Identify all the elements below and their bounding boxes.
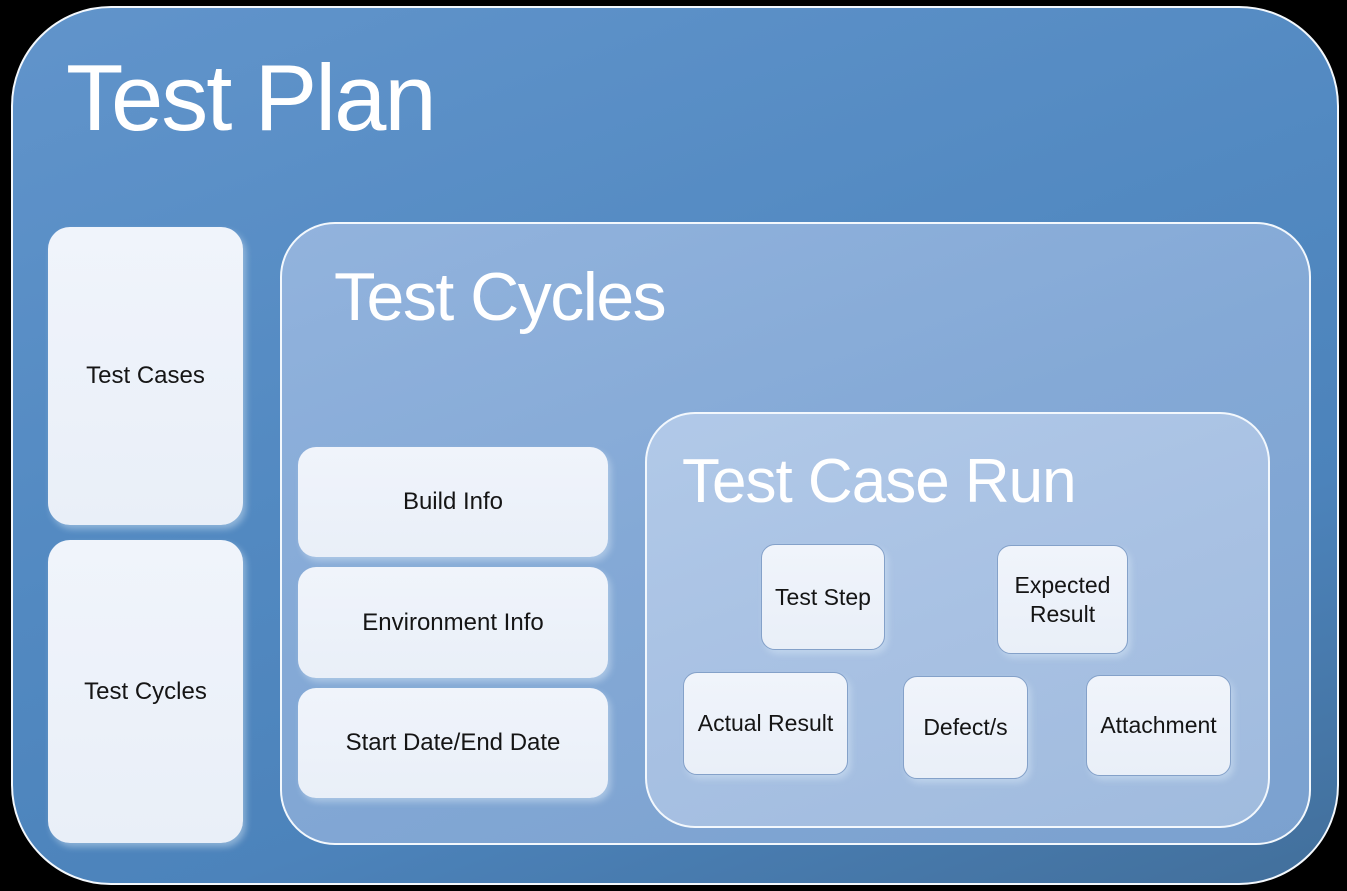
test-cycles-title: Test Cycles <box>334 259 667 335</box>
node-actual-result: Actual Result <box>683 672 848 775</box>
test-case-run-title: Test Case Run <box>682 447 1077 516</box>
node-build-info-label: Build Info <box>402 488 504 515</box>
node-start-end-date: Start Date/End Date <box>298 688 608 798</box>
node-build-info: Build Info <box>298 447 608 557</box>
node-defects: Defect/s <box>903 676 1028 779</box>
node-environment-info-label: Environment Info <box>362 608 544 636</box>
node-test-step-label: Test Step <box>775 583 871 610</box>
node-defects-label: Defect/s <box>923 714 1008 741</box>
node-environment-info: Environment Info <box>298 567 608 678</box>
node-test-cycles: Test Cycles <box>48 540 243 843</box>
node-start-end-date-label: Start Date/End Date <box>345 729 561 756</box>
node-expected-result-label: Expected Result <box>1014 571 1111 627</box>
node-test-cases-label: Test Cases <box>86 362 205 389</box>
node-test-step: Test Step <box>761 544 885 650</box>
node-test-cycles-label: Test Cycles <box>84 677 207 705</box>
node-attachment: Attachment <box>1086 675 1231 776</box>
node-test-cases: Test Cases <box>48 227 243 525</box>
node-actual-result-label: Actual Result <box>697 710 834 737</box>
node-attachment-label: Attachment <box>1100 712 1217 739</box>
test-plan-title: Test Plan <box>66 45 437 150</box>
node-expected-result: Expected Result <box>997 545 1128 654</box>
